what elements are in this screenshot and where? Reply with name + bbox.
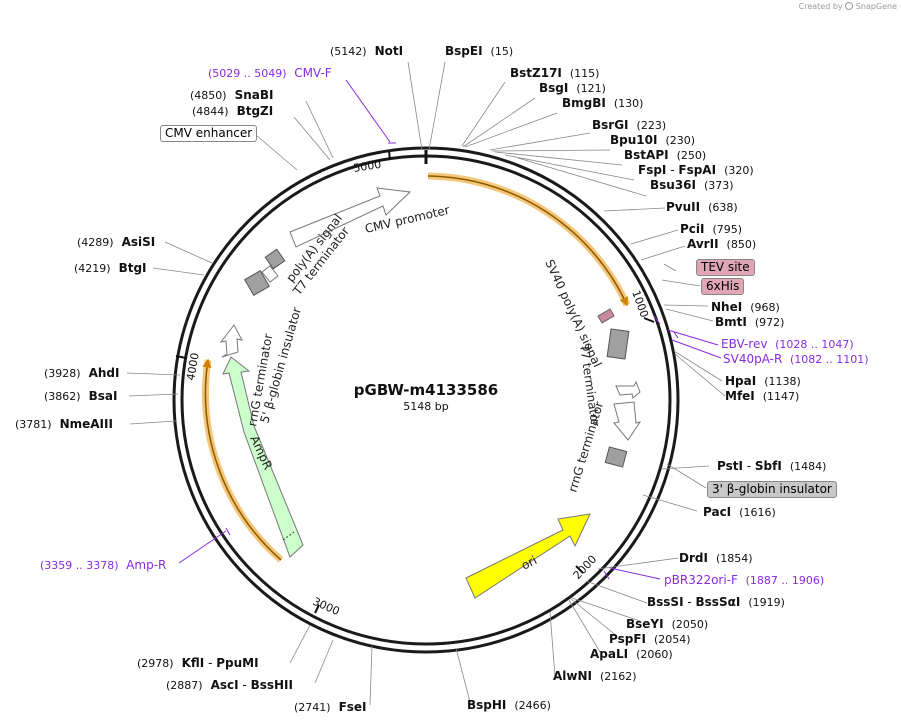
plasmid-name: pGBW-m4133586 bbox=[354, 381, 498, 399]
site-label-drdi: DrdI(1854) bbox=[679, 551, 753, 565]
site-label-kfli: (2978)KflI - PpuMI bbox=[137, 656, 259, 670]
ampr-arrow bbox=[222, 356, 304, 558]
feature-box-6xhis: 6xHis bbox=[701, 278, 745, 295]
site-label-avrii: AvrII(850) bbox=[687, 237, 757, 251]
rrng-terminator-arrow-right-2 bbox=[613, 401, 642, 441]
primer-label-cmv-f: (5029 .. 5049) CMV-F bbox=[208, 66, 332, 80]
site-label-fsei: (2741)FseI bbox=[294, 700, 367, 714]
tick-4000: 4000 bbox=[175, 352, 202, 382]
primer-label-sv40pa-r: SV40pA-R (1082 .. 1101) bbox=[723, 352, 869, 366]
site-label-fspi: FspI - FspAI(320) bbox=[638, 163, 754, 177]
site-label-bsgi: BsgI(121) bbox=[539, 81, 606, 95]
site-label-bsssi: BssSI - BssSαI(1919) bbox=[647, 595, 785, 609]
site-label-noti: (5142)NotI bbox=[330, 44, 404, 58]
feature-box-cmv-enhancer: CMV enhancer bbox=[160, 125, 258, 142]
orf-arc-left-line bbox=[202, 358, 282, 561]
leader-lines bbox=[126, 61, 726, 706]
tick-5000: 5000 bbox=[352, 150, 391, 175]
site-label-alwni: AlwNI(2162) bbox=[553, 669, 637, 683]
site-label-ahdi: (3928)AhdI bbox=[44, 366, 120, 380]
cmv-promoter-arrow bbox=[289, 187, 412, 248]
site-label-pvuii: PvuII(638) bbox=[666, 200, 738, 214]
plasmid-size: 5148 bp bbox=[403, 400, 448, 413]
site-label-snabi: (4850)SnaBI bbox=[190, 88, 274, 102]
tick-3000: 3000 bbox=[311, 595, 342, 618]
tev-site-marker bbox=[597, 308, 615, 324]
t7-terminator-marker-right bbox=[606, 328, 630, 360]
site-label-bmti: BmtI(972) bbox=[715, 315, 785, 329]
site-label-psti: PstI - SbfI(1484) bbox=[717, 459, 827, 473]
snapgene-logo-icon bbox=[845, 2, 854, 10]
feature-box-beta-globin-3: 3' β-globin insulator bbox=[707, 481, 837, 498]
rrng-terminator-arrow-left bbox=[219, 324, 243, 358]
feature-box-tev-site: TEV site bbox=[696, 259, 755, 276]
tick-label-5000: 5000 bbox=[352, 158, 382, 175]
tick-label-3000: 3000 bbox=[311, 595, 342, 618]
backbone-outer-ring bbox=[172, 146, 680, 654]
t7-terminator-marker-left bbox=[264, 248, 286, 270]
site-label-nhei: NheI(968) bbox=[711, 300, 780, 314]
site-label-paci: PacI(1616) bbox=[703, 505, 776, 519]
site-label-bseyi: BseYI(2050) bbox=[626, 617, 709, 631]
primer-label-amp-r: (3359 .. 3378) Amp-R bbox=[40, 558, 167, 572]
tick-label-4000: 4000 bbox=[184, 352, 202, 382]
site-label-asisi: (4289)AsiSI bbox=[77, 235, 156, 249]
site-label-bsu36i: Bsu36I(373) bbox=[650, 178, 734, 192]
site-label-apali: ApaLI(2060) bbox=[590, 647, 673, 661]
site-label-nmeaiii: (3781)NmeAIII bbox=[15, 417, 113, 431]
site-label-bsphi: BspHI(2466) bbox=[467, 698, 551, 712]
credit-brand: SnapGene bbox=[855, 2, 897, 11]
site-label-bsrgi: BsrGI(223) bbox=[592, 118, 667, 132]
polya-arrow-left bbox=[261, 265, 279, 283]
site-label-pcii: PciI(795) bbox=[680, 222, 743, 236]
primer-label-pbr322ori-f: pBR322ori-F (1887 .. 1906) bbox=[664, 573, 825, 587]
site-label-btgi: (4219)BtgI bbox=[74, 261, 147, 275]
feature-label-rrng-terminator-right: rrnG terminator bbox=[565, 400, 606, 494]
beta-globin-insulator-5-marker bbox=[244, 270, 270, 296]
site-label-mfei: MfeI(1147) bbox=[725, 389, 800, 403]
tick-label-1000: 1000 bbox=[629, 289, 651, 320]
site-label-asci: (2887)AscI - BssHII bbox=[166, 678, 293, 692]
feature-label-sv40-polya: SV40 poly(A) signal bbox=[542, 257, 604, 369]
site-label-btgzi: (4844)BtgZI bbox=[192, 104, 274, 118]
site-label-bspei: BspEI(15) bbox=[445, 44, 514, 58]
rrng-terminator-arrow-right-1 bbox=[615, 380, 641, 399]
credit-prefix: Created by bbox=[798, 2, 843, 11]
ori-arrow bbox=[465, 513, 591, 599]
orf-arc-right bbox=[427, 172, 631, 307]
orf-arc-right-line bbox=[427, 175, 628, 307]
feature-label-ori: ori bbox=[519, 553, 539, 573]
site-label-bmgbi: BmgBI(130) bbox=[562, 96, 644, 110]
site-label-bstapi: BstAPI(250) bbox=[624, 148, 707, 162]
site-label-bstz17i: BstZ17I(115) bbox=[510, 66, 600, 80]
beta-globin-insulator-3-marker bbox=[604, 446, 628, 468]
snapgene-credit: Created by SnapGene bbox=[799, 2, 897, 11]
primer-label-ebv-rev: EBV-rev (1028 .. 1047) bbox=[721, 337, 854, 351]
site-label-bpu10i: Bpu10I(230) bbox=[610, 133, 696, 147]
site-label-pspfi: PspFI(2054) bbox=[609, 632, 691, 646]
site-label-hpai: HpaI(1138) bbox=[725, 374, 801, 388]
primer-lines bbox=[178, 79, 722, 580]
site-label-bsai: (3862)BsaI bbox=[44, 389, 118, 403]
